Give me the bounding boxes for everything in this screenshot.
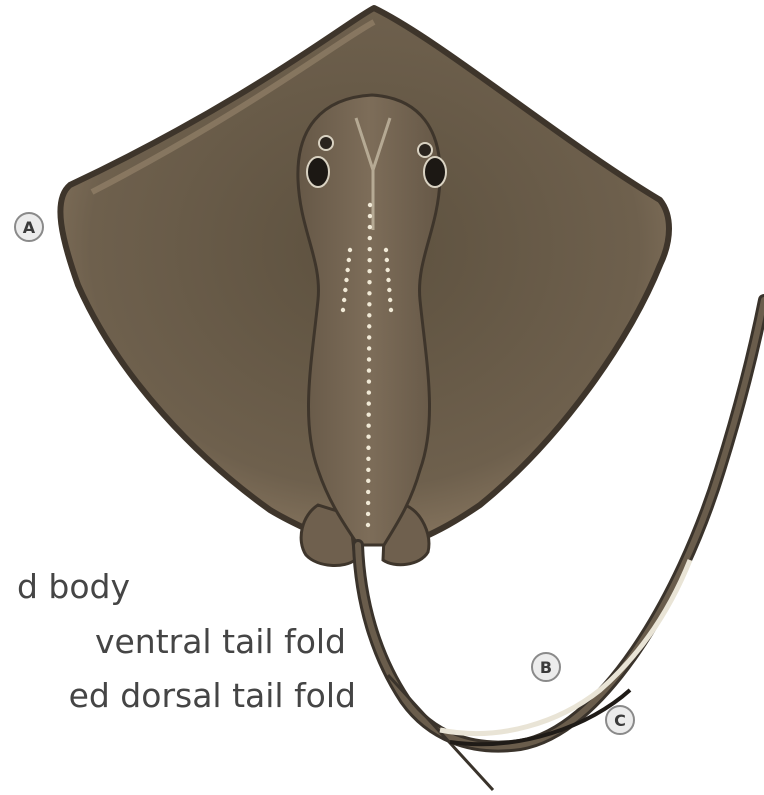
dorsal-spot [366,468,370,472]
dorsal-spot [366,523,370,527]
callout-c: C [605,705,635,735]
dorsal-spot [367,346,371,350]
legend-text: ventral tail fold [95,617,346,667]
dorsal-spot [387,288,391,292]
dorsal-spot [366,490,370,494]
dorsal-spot [385,268,389,272]
dorsal-spot [368,247,372,251]
dorsal-spot [368,225,372,229]
dorsal-spot [368,203,372,207]
dorsal-spot [368,214,372,218]
dorsal-spot [344,278,348,282]
dorsal-spot [347,258,351,262]
dorsal-spot [367,302,371,306]
legend-line: d body [0,562,130,612]
callout-a: A [14,212,44,242]
dorsal-spot [345,268,349,272]
dorsal-spot [366,412,370,416]
dorsal-spot [367,280,371,284]
dorsal-spot [367,379,371,383]
legend-line: ventral tail fold [0,617,346,667]
dorsal-spot [367,357,371,361]
dorsal-spot [367,335,371,339]
dorsal-spot [348,248,352,252]
dorsal-spot [367,269,371,273]
dorsal-spot [367,324,371,328]
dorsal-spot [367,390,371,394]
dorsal-spot [366,512,370,516]
callout-b-label: B [540,658,552,677]
dorsal-spot [367,401,371,405]
dorsal-spot [366,423,370,427]
dorsal-spot [384,248,388,252]
dorsal-spot [367,258,371,262]
dorsal-spot [366,501,370,505]
dorsal-spot [385,258,389,262]
dorsal-spot [367,368,371,372]
dorsal-spot [386,278,390,282]
dorsal-spot [368,236,372,240]
callout-c-label: C [614,711,626,730]
dorsal-spot [366,457,370,461]
dorsal-spot [366,435,370,439]
legend-text: ed dorsal tail fold [69,671,356,721]
dorsal-spot [366,479,370,483]
dorsal-spot [341,308,345,312]
dorsal-spot [342,298,346,302]
legend-line: ed dorsal tail fold [0,671,356,721]
dorsal-spot [367,313,371,317]
dorsal-spot [366,446,370,450]
legend-text: d body [17,562,130,612]
callout-a-label: A [23,218,35,237]
dorsal-spot [388,298,392,302]
callout-b: B [531,652,561,682]
dorsal-spot [367,291,371,295]
dorsal-spot [343,288,347,292]
dorsal-spot [389,308,393,312]
